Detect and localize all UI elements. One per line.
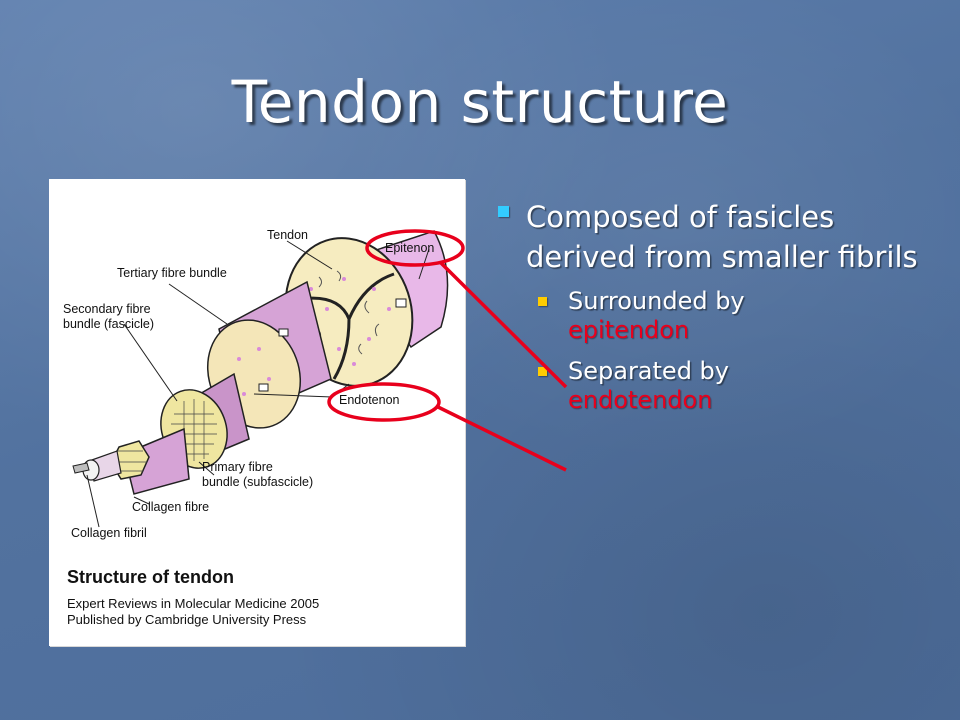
sub-bullet-1-highlight: epitendon — [568, 316, 690, 344]
sub-bullet-separated: Separated by endotendon — [538, 357, 934, 415]
label-primary-2: bundle (subfascicle) — [202, 475, 313, 489]
figure-caption-title: Structure of tendon — [67, 567, 234, 587]
label-endotenon: Endotenon — [339, 393, 400, 407]
label-tendon: Tendon — [267, 228, 308, 242]
primary-bundle — [123, 427, 190, 495]
label-secondary-2: bundle (fascicle) — [63, 317, 154, 331]
endotenon-septa — [300, 272, 395, 380]
sub-bullet-surrounded: Surrounded by epitendon — [538, 287, 934, 345]
sub-bullet-2-highlight: endotendon — [568, 386, 713, 414]
sub-bullet-1-text: Surrounded by — [568, 287, 745, 315]
sub-bullet-2-text: Separated by — [568, 357, 729, 385]
label-primary-1: Primary fibre — [202, 460, 273, 474]
figure-caption-publisher: Published by Cambridge University Press — [67, 612, 307, 627]
label-collagen-fibril: Collagen fibril — [71, 526, 147, 540]
slide-title: Tendon structure — [231, 68, 729, 136]
collagen-fibril — [72, 462, 90, 474]
figure-caption: Structure of tendon Expert Reviews in Mo… — [67, 567, 319, 628]
bullet-main: Composed of fasicles derived from smalle… — [494, 197, 934, 277]
square-bullet-icon — [538, 367, 547, 376]
label-epitenon: Epitenon — [385, 241, 434, 255]
bullet-main-text: Composed of fasicles derived from smalle… — [526, 200, 918, 274]
bullet-list: Composed of fasicles derived from smalle… — [494, 197, 934, 427]
tendon-diagram-figure: Tendon Epitenon Tertiary fibre bundle Se… — [49, 179, 465, 646]
label-secondary-1: Secondary fibre — [63, 302, 151, 316]
square-bullet-icon — [538, 297, 547, 306]
square-bullet-icon — [498, 206, 509, 217]
epitenon-marker — [395, 298, 407, 308]
figure-caption-source: Expert Reviews in Molecular Medicine 200… — [67, 596, 320, 611]
label-tertiary: Tertiary fibre bundle — [117, 266, 227, 280]
label-collagen-fibre: Collagen fibre — [132, 500, 209, 514]
sub-bullet-list: Surrounded by epitendon Separated by end… — [494, 287, 934, 415]
